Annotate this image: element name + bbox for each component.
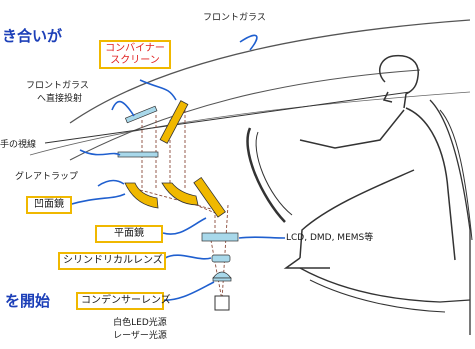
- windshield-label: フロントガラス: [203, 13, 266, 23]
- condenser-lens: [212, 271, 232, 279]
- combiner-screen-callout: コンバイナー スクリーン: [99, 40, 171, 69]
- condenser-lens-base: [212, 277, 232, 282]
- cylindrical-lens-callout: シリンドリカルレンズ: [58, 252, 166, 270]
- direct-projection-label-line1: フロントガラス: [26, 81, 89, 91]
- windshield-inner: [69, 69, 421, 161]
- cylindrical-lens: [211, 254, 231, 263]
- light-source-label-line1: 白色LED光源: [113, 318, 167, 328]
- sight-line: [44, 91, 411, 144]
- heading-top-fragment: き合いが: [2, 27, 63, 45]
- heading-bottom-fragment: を開始: [5, 292, 51, 310]
- glare-trap-plate: [117, 151, 159, 158]
- combiner-screen: [159, 100, 189, 144]
- light-source-label-line2: レーザー光源: [113, 331, 167, 341]
- windshield-outline: [69, 19, 471, 124]
- condenser-lens-callout: コンデンサーレンズ: [76, 292, 171, 310]
- dashboard-line: [29, 91, 471, 156]
- windshield-projection-plate: [124, 105, 158, 124]
- glare-trap-label: グレアトラップ: [15, 172, 79, 182]
- light-source-box: [214, 295, 230, 311]
- driver-figure: [246, 54, 473, 335]
- flat-mirror-callout: 平面鏡: [95, 225, 163, 243]
- combiner-screen-callout-line2: スクリーン: [110, 54, 160, 66]
- concave-mirror-right: [161, 182, 199, 206]
- display-devices-label: LCD, DMD, MEMS等: [286, 233, 374, 243]
- display-device: [201, 232, 239, 242]
- direct-projection-label-line2: へ直接投射: [37, 94, 83, 104]
- driver-sight-line-label: 手の視線: [0, 140, 37, 150]
- flat-mirror: [193, 176, 226, 218]
- combiner-screen-callout-line1: コンバイナー: [105, 43, 165, 54]
- concave-mirror-left: [124, 182, 159, 209]
- leader-lines: [67, 34, 286, 301]
- concave-mirror-callout: 凹面鏡: [26, 196, 72, 214]
